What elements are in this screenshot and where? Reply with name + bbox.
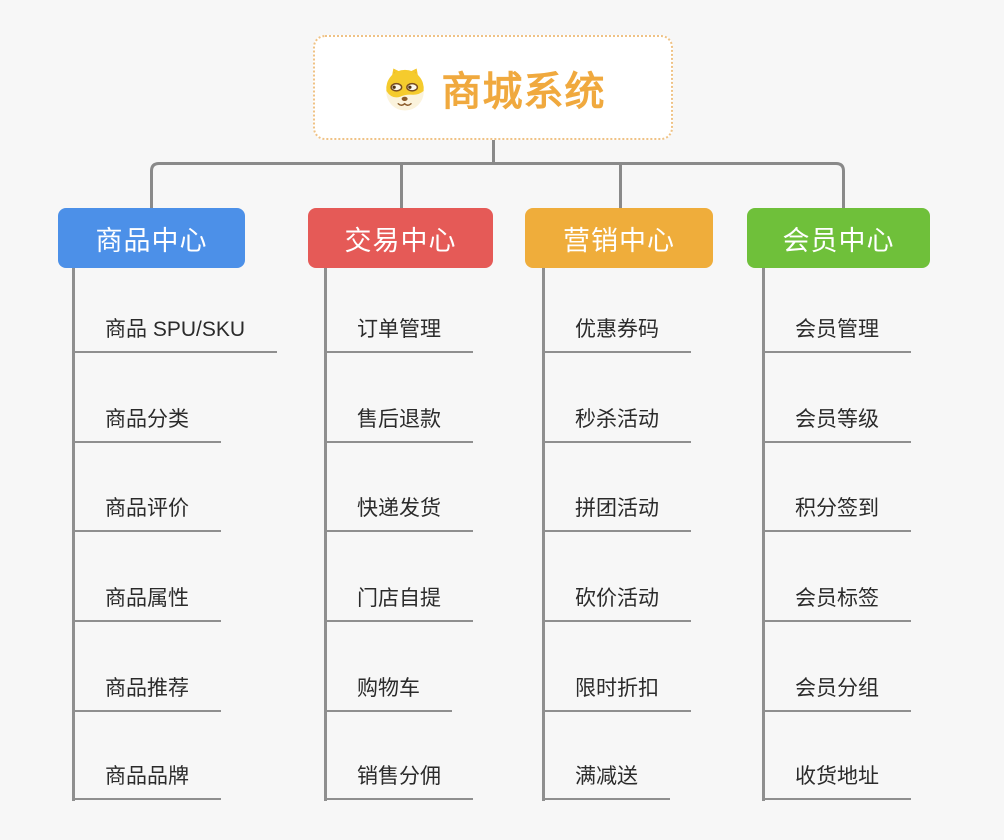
leaf-node[interactable]: 购物车 bbox=[324, 674, 452, 712]
leaf-node[interactable]: 会员分组 bbox=[762, 674, 911, 712]
root-branch-connector-lines bbox=[150, 140, 845, 208]
leaf-node[interactable]: 商品属性 bbox=[72, 584, 221, 622]
leaf-node[interactable]: 满减送 bbox=[542, 762, 670, 800]
branch-node-trade-center[interactable]: 交易中心 bbox=[308, 208, 493, 268]
connector-line bbox=[762, 268, 765, 801]
leaf-node[interactable]: 商品分类 bbox=[72, 405, 221, 443]
root-node[interactable]: 商城系统 bbox=[313, 35, 673, 140]
leaf-node[interactable]: 收货地址 bbox=[762, 762, 911, 800]
branch-node-product-center[interactable]: 商品中心 bbox=[58, 208, 245, 268]
leaf-node[interactable]: 商品推荐 bbox=[72, 674, 221, 712]
leaf-node[interactable]: 门店自提 bbox=[324, 584, 473, 622]
leaf-node[interactable]: 商品评价 bbox=[72, 494, 221, 532]
branch-node-member-center[interactable]: 会员中心 bbox=[747, 208, 930, 268]
leaf-node[interactable]: 拼团活动 bbox=[542, 494, 691, 532]
connector-line bbox=[324, 268, 327, 801]
branch-label: 营销中心 bbox=[563, 225, 675, 256]
leaf-node[interactable]: 售后退款 bbox=[324, 405, 473, 443]
leaf-node[interactable]: 秒杀活动 bbox=[542, 405, 691, 443]
leaf-node[interactable]: 快递发货 bbox=[324, 494, 473, 532]
leaf-node[interactable]: 会员管理 bbox=[762, 315, 911, 353]
leaf-node[interactable]: 会员等级 bbox=[762, 405, 911, 443]
leaf-node[interactable]: 订单管理 bbox=[324, 315, 473, 353]
leaf-node[interactable]: 销售分佣 bbox=[324, 762, 473, 800]
branch-label: 交易中心 bbox=[344, 225, 457, 256]
root-title: 商城系统 bbox=[441, 69, 606, 114]
shiba-dog-icon bbox=[381, 64, 429, 112]
leaf-node[interactable]: 优惠券码 bbox=[542, 315, 691, 353]
leaf-node[interactable]: 积分签到 bbox=[762, 494, 911, 532]
leaf-node[interactable]: 商品 SPU/SKU bbox=[72, 315, 278, 353]
branch-label: 商品中心 bbox=[95, 225, 208, 256]
leaf-node[interactable]: 限时折扣 bbox=[542, 674, 691, 712]
leaf-node[interactable]: 砍价活动 bbox=[542, 584, 691, 622]
connector-line bbox=[542, 268, 545, 801]
branch-label: 会员中心 bbox=[782, 225, 895, 256]
leaf-node[interactable]: 商品品牌 bbox=[72, 762, 221, 800]
leaf-node[interactable]: 会员标签 bbox=[762, 584, 911, 622]
connector-line bbox=[72, 268, 75, 801]
branch-node-marketing-center[interactable]: 营销中心 bbox=[525, 208, 713, 268]
